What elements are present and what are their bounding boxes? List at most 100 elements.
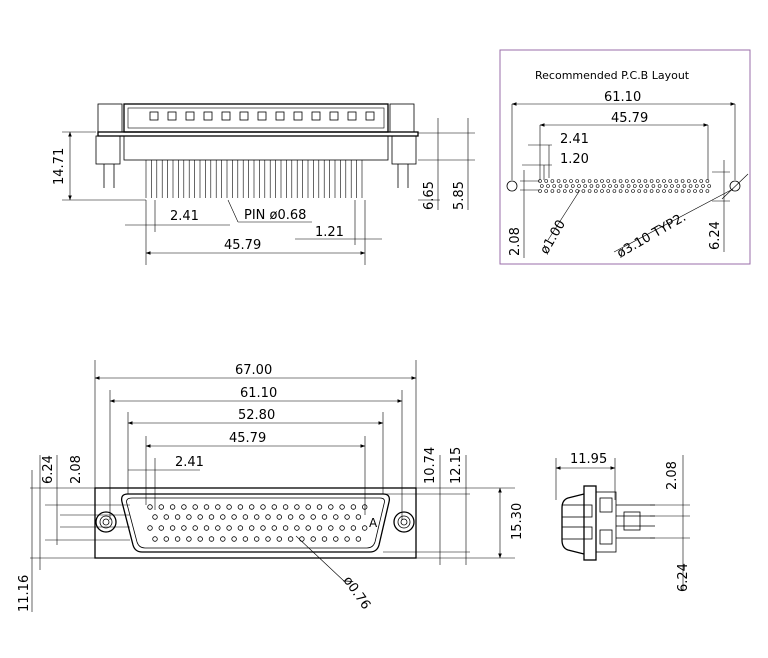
front-pin-hole (152, 536, 158, 542)
pcb-hole (668, 189, 673, 193)
front-pin-hole (333, 536, 339, 542)
pcb-hole (624, 179, 629, 183)
front-pin-hole (344, 536, 350, 542)
end-view: 11.95 2.08 6.24 (555, 452, 691, 592)
pcb-hole (606, 189, 611, 193)
front-pin-dia-label: ø0.76 (340, 574, 373, 613)
side-pins (145, 160, 363, 198)
pcb-hole (562, 189, 567, 193)
front-pin-hole (215, 504, 221, 510)
front-pin-hole (305, 525, 311, 531)
front-pin-hole (287, 514, 294, 520)
side-tail-b-label: 5.85 (452, 181, 467, 210)
front-pin-hole (271, 525, 277, 531)
pcb-mount-span-label: 61.10 (604, 90, 641, 105)
front-pin-a-label: A (369, 516, 378, 530)
pcb-hole (631, 179, 635, 183)
pcb-hole (600, 179, 604, 183)
front-screw-right (393, 511, 415, 533)
pcb-half-pitch-label: 1.20 (560, 152, 589, 167)
pcb-hole (662, 179, 666, 183)
pcb-hole (655, 189, 660, 193)
pcb-hole (556, 189, 561, 193)
pcb-hole (699, 179, 704, 183)
front-pin-hole (276, 536, 282, 542)
pcb-hole (620, 184, 625, 188)
front-pin-hole (192, 525, 198, 531)
front-pin-hole (350, 525, 357, 531)
front-pin-hole (242, 514, 249, 520)
side-contact-cell (239, 111, 249, 121)
pcb-hole (682, 184, 687, 188)
pcb-hole (562, 179, 567, 183)
pcb-hole (593, 189, 598, 193)
front-pin-hole (294, 504, 300, 510)
pcb-hole (651, 184, 656, 188)
pcb-hole (701, 184, 705, 188)
pcb-hole (618, 179, 623, 183)
pcb-hole (686, 179, 691, 183)
front-pin-hole (344, 514, 350, 520)
pcb-hole (570, 184, 575, 188)
front-pin-hole (169, 504, 176, 510)
pcb-hole (637, 179, 642, 183)
front-view: A 67.00 61.10 52.80 45.79 2.41 6.24 2.08 (17, 360, 525, 613)
pcb-hole (550, 189, 555, 193)
pcb-hole (693, 189, 697, 193)
side-contact-cell (311, 111, 321, 121)
front-pin-hole (186, 536, 192, 542)
pcb-hole (649, 189, 654, 193)
pcb-mount-hole-right (729, 180, 741, 192)
pcb-hole (544, 179, 549, 183)
pcb-hole (593, 179, 598, 183)
pcb-hole (639, 184, 643, 188)
front-pin-hole (237, 504, 244, 510)
pcb-hole (694, 184, 699, 188)
front-overall-label: 67.00 (235, 363, 272, 378)
front-pin-hole (186, 514, 192, 520)
front-row-gap-label: 2.08 (69, 455, 84, 484)
front-d-shell (120, 493, 391, 553)
front-pin-hole (287, 536, 294, 542)
front-h3-label: 15.30 (510, 503, 525, 540)
pcb-hole (705, 179, 710, 183)
pcb-hole (539, 184, 544, 188)
pcb-hole (589, 184, 594, 188)
front-pin-hole (147, 504, 153, 510)
front-pin-hole (215, 525, 221, 531)
pcb-layout-panel: Recommended P.C.B Layout 61.10 45.79 2.4… (499, 49, 751, 265)
pcb-hole (674, 179, 679, 183)
front-pin-hole (158, 504, 164, 510)
front-pin-hole (355, 514, 362, 520)
side-contact-cell (275, 111, 285, 121)
front-pin-hole (276, 514, 282, 520)
front-pin-hole (254, 514, 260, 520)
front-pin-hole (174, 536, 181, 542)
pcb-hole (546, 184, 550, 188)
pcb-hole (550, 179, 555, 183)
front-pin-hole (260, 504, 266, 510)
side-view: 14.71 6.65 5.85 2.41 PIN ø0.68 1.21 45.7… (52, 103, 475, 265)
side-contact-cell (293, 111, 303, 121)
pcb-row-height-label: 6.24 (708, 221, 723, 250)
pcb-hole (707, 184, 712, 188)
pcb-layout-frame (499, 49, 751, 265)
pcb-hole (575, 179, 580, 183)
front-pin-hole (305, 504, 311, 510)
pcb-hole (668, 179, 673, 183)
side-tail-a-label: 6.65 (422, 181, 437, 210)
front-pin-hole (362, 525, 368, 531)
pcb-hole (643, 179, 648, 183)
side-contact-cells (149, 111, 375, 121)
front-pin-hole (321, 536, 328, 542)
pcb-hole (637, 189, 642, 193)
pcb-hole (624, 189, 629, 193)
pcb-hole (587, 179, 592, 183)
side-contact-cell (149, 111, 159, 121)
pcb-hole (552, 184, 557, 188)
front-pin-hole (260, 525, 266, 531)
pcb-hole (581, 179, 586, 183)
pcb-layout-title: Recommended P.C.B Layout (535, 69, 690, 82)
front-pin-hole (158, 525, 164, 531)
pcb-hole (686, 189, 691, 193)
